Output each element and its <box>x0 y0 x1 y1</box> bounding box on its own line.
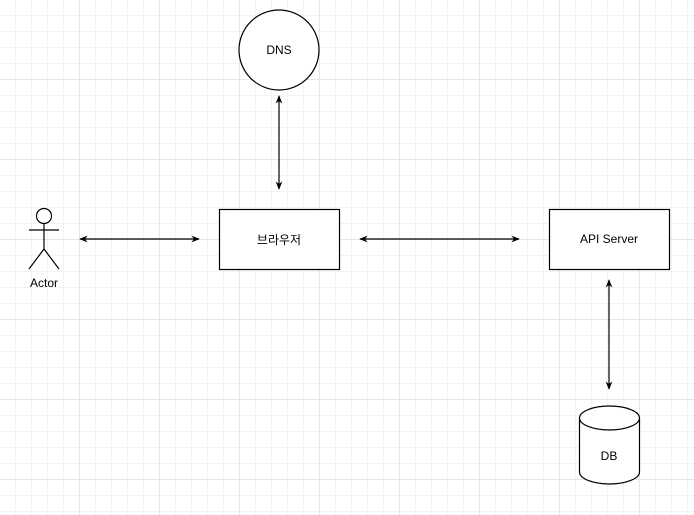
db-top <box>578 405 641 431</box>
dns-node[interactable] <box>238 9 320 91</box>
actor-right-leg <box>43 248 60 270</box>
db-body <box>578 418 641 485</box>
db-node[interactable] <box>578 405 641 485</box>
actor-node[interactable] <box>28 207 60 270</box>
actor-head <box>35 207 53 225</box>
actor-left-leg <box>28 248 45 270</box>
browser-node[interactable] <box>218 208 341 271</box>
api-server-node[interactable] <box>548 208 671 271</box>
